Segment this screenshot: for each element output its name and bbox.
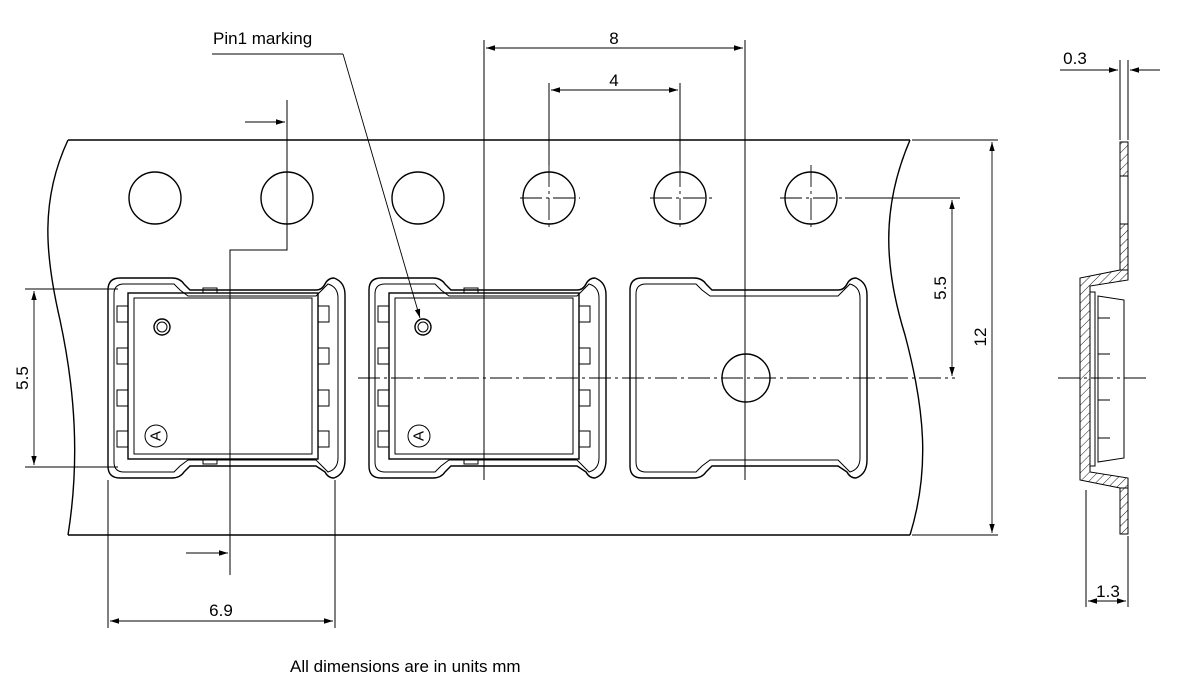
dimension-pocket-width: 6.9 — [107, 480, 336, 628]
dimension-4-label: 4 — [609, 71, 618, 90]
tape-outline — [47, 139, 924, 536]
pin1-marking-label: Pin1 marking — [213, 29, 312, 48]
device-mark-1: A — [148, 431, 165, 441]
dimension-tape-width: 12 — [912, 139, 998, 536]
dimension-1-3-label: 1.3 — [1096, 582, 1120, 601]
sprocket-centerlines — [520, 165, 842, 230]
device-mark-2: A — [411, 431, 428, 441]
dimension-hole-pitch-4: 4 — [548, 71, 681, 165]
dimension-depth: 1.3 — [1085, 490, 1129, 607]
sprocket-holes — [128, 171, 838, 225]
dimension-pocket-height: 5.5 — [13, 288, 118, 468]
dimension-12-label: 12 — [971, 328, 990, 347]
dimension-5-5-left-label: 5.5 — [13, 366, 32, 390]
dimension-6-9-label: 6.9 — [209, 601, 233, 620]
dimension-5-5-right-label: 5.5 — [931, 276, 950, 300]
units-note: All dimensions are in units mm — [290, 657, 521, 675]
section-marker — [186, 100, 288, 575]
dimension-pitch-8: 8 — [483, 29, 746, 480]
dimension-row-offset: 5.5 — [845, 197, 960, 376]
pocket-1: A — [107, 277, 346, 479]
dimension-thickness: 0.3 — [1060, 49, 1160, 140]
pin1-callout: Pin1 marking — [212, 29, 421, 319]
dimension-8-label: 8 — [609, 29, 618, 48]
dimension-0-3-label: 0.3 — [1063, 49, 1087, 68]
section-view — [1058, 141, 1150, 535]
